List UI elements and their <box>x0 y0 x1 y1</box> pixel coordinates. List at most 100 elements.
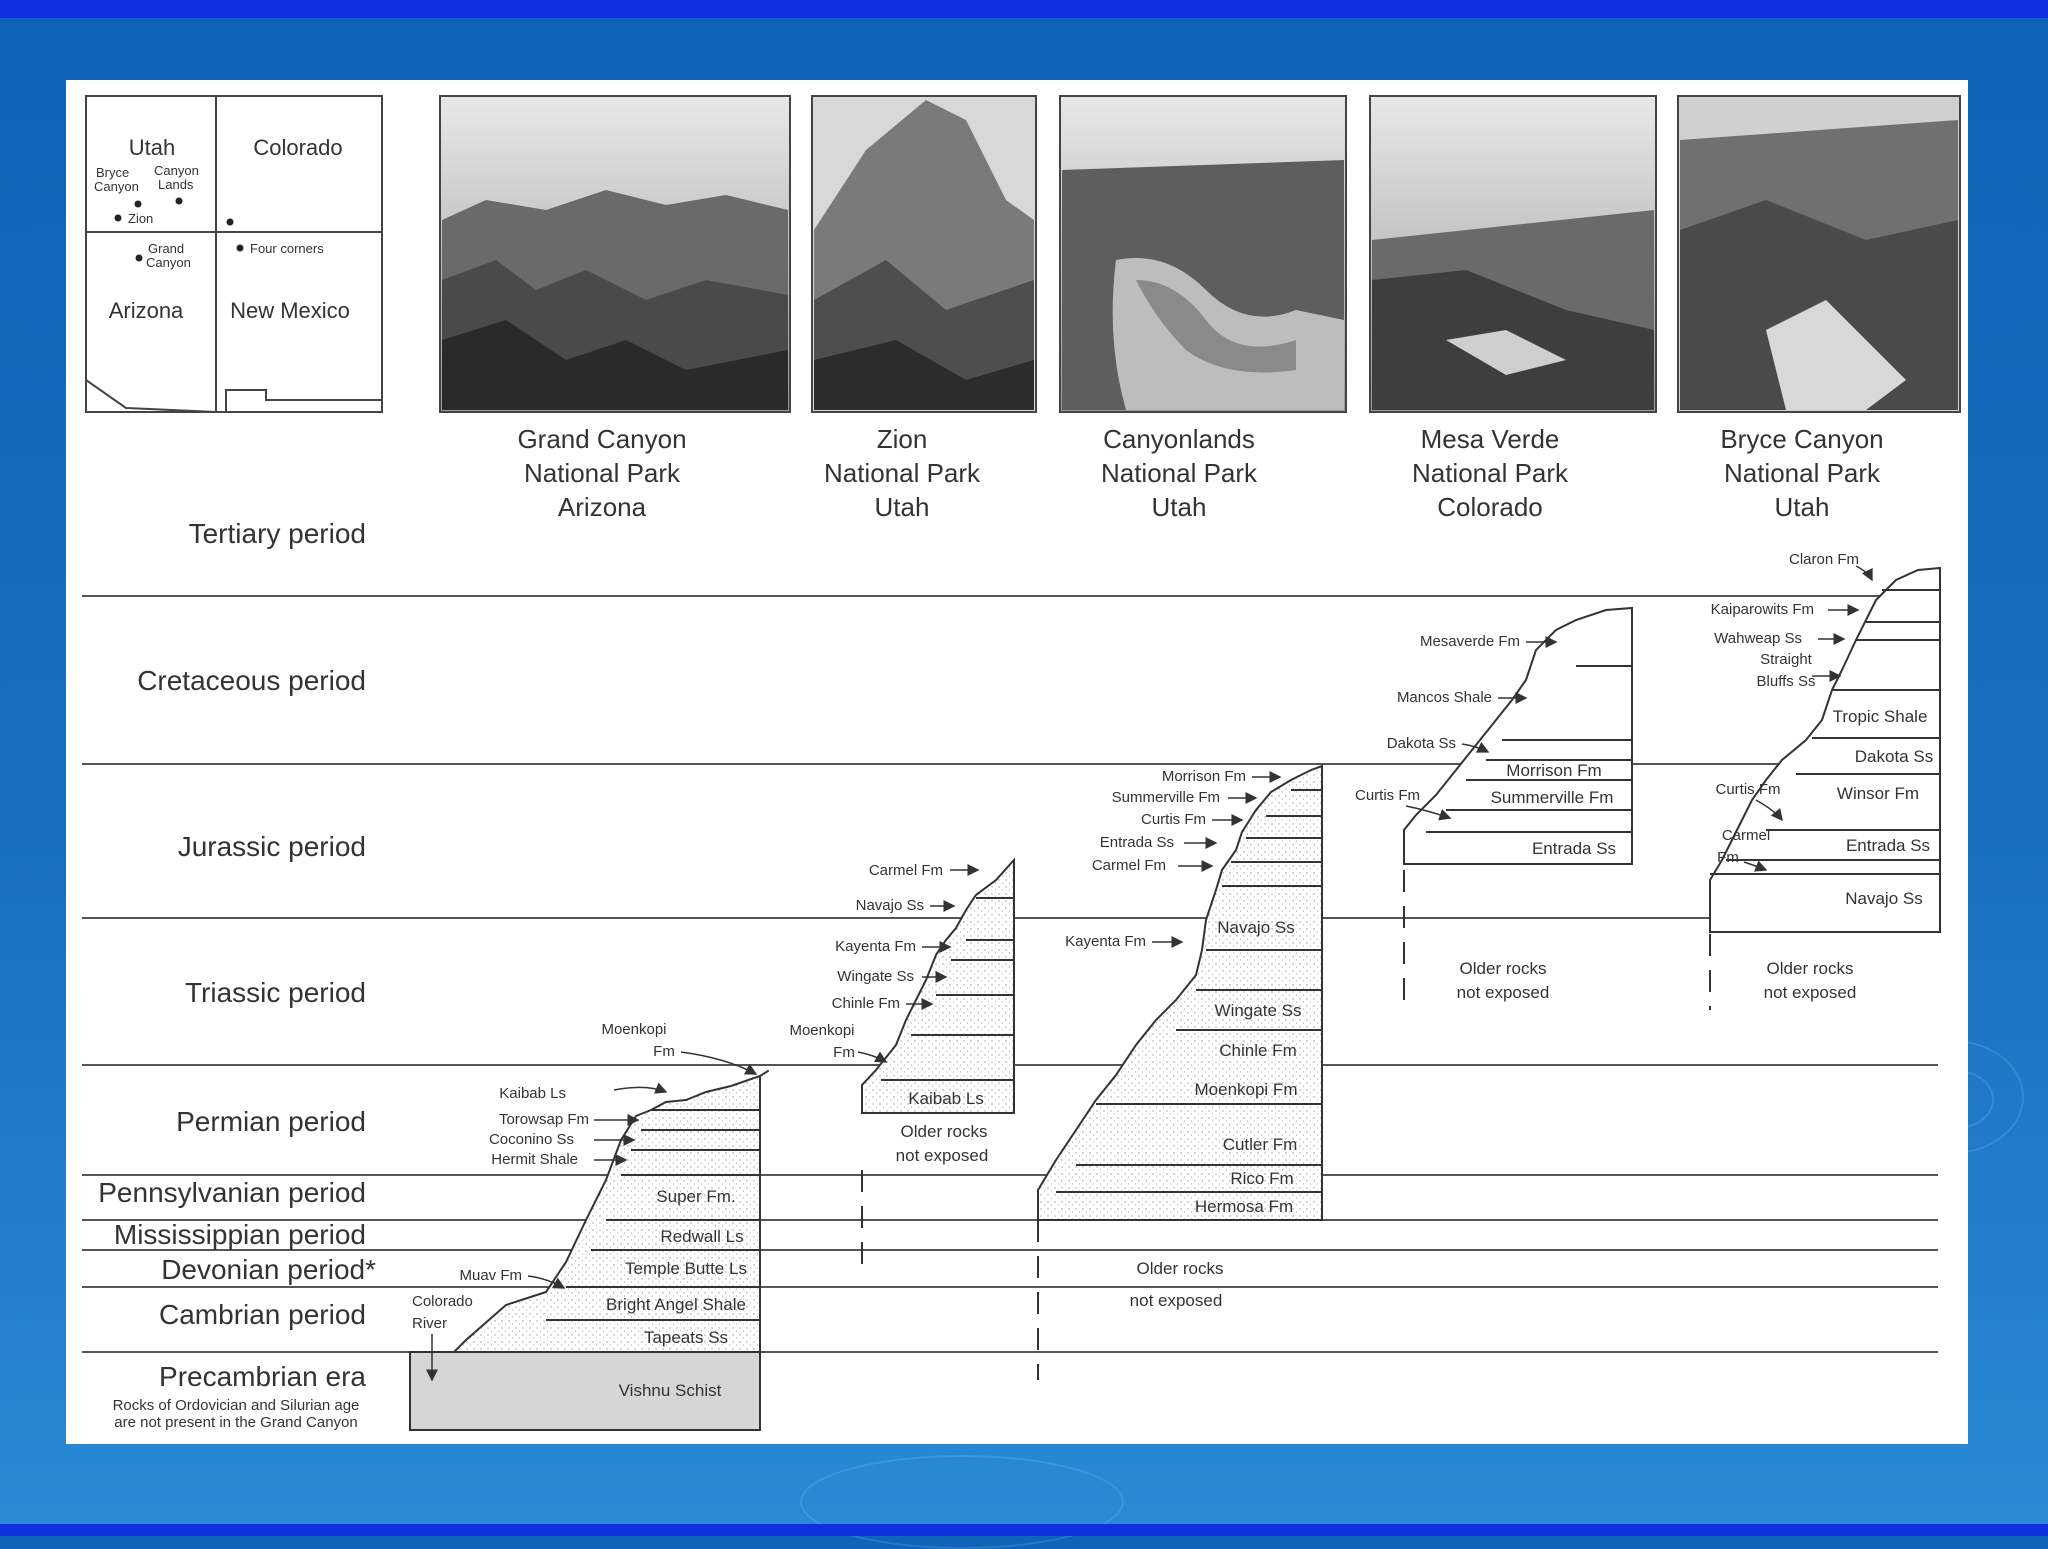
bc-unit-tropic: Tropic Shale <box>1833 707 1928 726</box>
svg-text:National Park: National Park <box>1412 458 1569 488</box>
zion-unit-kaibab: Kaibab Ls <box>908 1089 984 1108</box>
mv-unit-entrada: Entrada Ss <box>1532 839 1616 858</box>
column-bryce-canyon: Tropic Shale Dakota Ss Winsor Fm Entrada… <box>1710 551 1940 1010</box>
map-site-grand-line1: Grand <box>148 241 184 256</box>
photo-grand-canyon <box>440 96 790 412</box>
svg-text:National Park: National Park <box>524 458 681 488</box>
bc-label-straight-line1: Straight <box>1760 651 1813 668</box>
cl-unit-navajo: Navajo Ss <box>1217 918 1294 937</box>
mv-label-curtis: Curtis Fm <box>1355 787 1420 804</box>
zion-label-kayenta: Kayenta Fm <box>835 938 916 955</box>
svg-text:National Park: National Park <box>1724 458 1881 488</box>
bc-label-carmel-line2: Fm <box>1717 849 1739 866</box>
bc-label-wahweap: Wahweap Ss <box>1714 630 1802 647</box>
map-dot-bryce <box>135 201 142 208</box>
gc-label-toroweap: Torowsap Fm <box>499 1111 589 1128</box>
map-site-grand-line2: Canyon <box>146 255 191 270</box>
bottom-bar <box>0 1524 2048 1536</box>
period-jurassic: Jurassic period <box>178 831 366 862</box>
svg-text:Mesa Verde: Mesa Verde <box>1421 424 1560 454</box>
bc-unit-entrada: Entrada Ss <box>1846 836 1930 855</box>
cl-label-entrada: Entrada Ss <box>1100 834 1174 851</box>
cl-older-line1: Older rocks <box>1137 1259 1224 1278</box>
photo-canyonlands <box>1060 96 1346 412</box>
column-mesa-verde: Morrison Fm Summerville Fm Entrada Ss Ol… <box>1355 608 1632 1010</box>
cl-label-summerville: Summerville Fm <box>1112 789 1220 806</box>
period-mississippian: Mississippian period <box>114 1219 366 1250</box>
gc-unit-supai: Super Fm. <box>656 1187 735 1206</box>
zion-label-moenkopi-line2: Fm <box>833 1044 855 1061</box>
mv-label-mesaverde: Mesaverde Fm <box>1420 633 1520 650</box>
zion-older-line1: Older rocks <box>901 1122 988 1141</box>
cl-label-kayenta: Kayenta Fm <box>1065 933 1146 950</box>
gc-label-river-line2: River <box>412 1315 447 1332</box>
bc-unit-navajo: Navajo Ss <box>1845 889 1922 908</box>
bc-label-curtis: Curtis Fm <box>1716 781 1781 798</box>
park-caption-canyonlands: Canyonlands National Park Utah <box>1101 424 1258 522</box>
cl-unit-cutler: Cutler Fm <box>1223 1135 1298 1154</box>
top-bar <box>0 0 2048 18</box>
period-cretaceous: Cretaceous period <box>137 665 366 696</box>
cl-unit-rico: Rico Fm <box>1230 1169 1293 1188</box>
gc-label-moenkopi-line2: Fm <box>653 1043 675 1060</box>
zion-older-line2: not exposed <box>896 1146 989 1165</box>
cl-label-curtis: Curtis Fm <box>1141 811 1206 828</box>
map-dot-grand-canyon <box>136 255 143 262</box>
figure-panel: Utah Colorado Arizona New Mexico Bryce C… <box>66 80 1968 1444</box>
gc-label-hermit: Hermit Shale <box>491 1151 578 1168</box>
mv-unit-morrison: Morrison Fm <box>1506 761 1601 780</box>
svg-text:Utah: Utah <box>1152 492 1207 522</box>
svg-text:Canyonlands: Canyonlands <box>1103 424 1255 454</box>
period-cambrian: Cambrian period <box>159 1299 366 1330</box>
zion-label-wingate: Wingate Ss <box>837 968 914 985</box>
cl-unit-wingate: Wingate Ss <box>1215 1001 1302 1020</box>
map-dot-colorado <box>227 219 234 226</box>
period-permian: Permian period <box>176 1106 366 1137</box>
zion-label-chinle: Chinle Fm <box>832 995 900 1012</box>
zion-label-navajo: Navajo Ss <box>856 897 924 914</box>
period-labels: Tertiary period Cretaceous period Jurass… <box>98 518 376 1431</box>
map-site-bryce-line1: Bryce <box>96 165 129 180</box>
cl-unit-moenkopi: Moenkopi Fm <box>1195 1080 1298 1099</box>
gc-label-muav: Muav Fm <box>459 1267 522 1284</box>
svg-text:Grand Canyon: Grand Canyon <box>517 424 686 454</box>
cl-unit-chinle: Chinle Fm <box>1219 1041 1296 1060</box>
gc-unit-tapeats: Tapeats Ss <box>644 1328 728 1347</box>
gc-label-coconino: Coconino Ss <box>489 1131 574 1148</box>
map-dot-four-corners <box>237 245 244 252</box>
cl-label-morrison: Morrison Fm <box>1162 768 1246 785</box>
bc-older-line2: not exposed <box>1764 983 1857 1002</box>
bc-label-kaiparowits: Kaiparowits Fm <box>1711 601 1814 618</box>
map-site-canyonlands-line2: Lands <box>158 177 194 192</box>
footnote-line2: are not present in the Grand Canyon <box>114 1414 358 1431</box>
zion-label-moenkopi-line1: Moenkopi <box>789 1022 854 1039</box>
photo-bryce-canyon <box>1678 96 1960 412</box>
park-caption-grand-canyon: Grand Canyon National Park Arizona <box>517 424 686 522</box>
mv-older-line1: Older rocks <box>1460 959 1547 978</box>
gc-label-river-line1: Colorado <box>412 1293 473 1310</box>
gc-unit-redwall: Redwall Ls <box>660 1227 743 1246</box>
cl-label-carmel: Carmel Fm <box>1092 857 1166 874</box>
period-devonian: Devonian period* <box>161 1254 376 1285</box>
period-precambrian: Precambrian era <box>159 1361 366 1392</box>
mv-label-mancos: Mancos Shale <box>1397 689 1492 706</box>
gc-unit-bright-angel: Bright Angel Shale <box>606 1295 746 1314</box>
mv-older-line2: not exposed <box>1457 983 1550 1002</box>
map-site-four-corners: Four corners <box>250 241 324 256</box>
column-grand-canyon: Super Fm. Redwall Ls Temple Butte Ls Bri… <box>410 1021 768 1430</box>
svg-text:National Park: National Park <box>1101 458 1258 488</box>
period-pennsylvanian: Pennsylvanian period <box>98 1177 366 1208</box>
svg-text:Zion: Zion <box>877 424 928 454</box>
mv-unit-summerville: Summerville Fm <box>1491 788 1614 807</box>
map-label-new-mexico: New Mexico <box>230 298 350 323</box>
map-label-arizona: Arizona <box>109 298 184 323</box>
bc-label-claron: Claron Fm <box>1789 551 1859 568</box>
svg-text:Arizona: Arizona <box>558 492 647 522</box>
park-caption-zion: Zion National Park Utah <box>824 424 981 522</box>
cl-older-line2: not exposed <box>1130 1291 1223 1310</box>
svg-text:Bryce Canyon: Bryce Canyon <box>1720 424 1883 454</box>
gc-label-kaibab: Kaibab Ls <box>499 1085 566 1102</box>
zion-label-carmel: Carmel Fm <box>869 862 943 879</box>
photo-zion <box>812 96 1036 412</box>
bc-label-carmel-line1: Carmel <box>1722 827 1770 844</box>
